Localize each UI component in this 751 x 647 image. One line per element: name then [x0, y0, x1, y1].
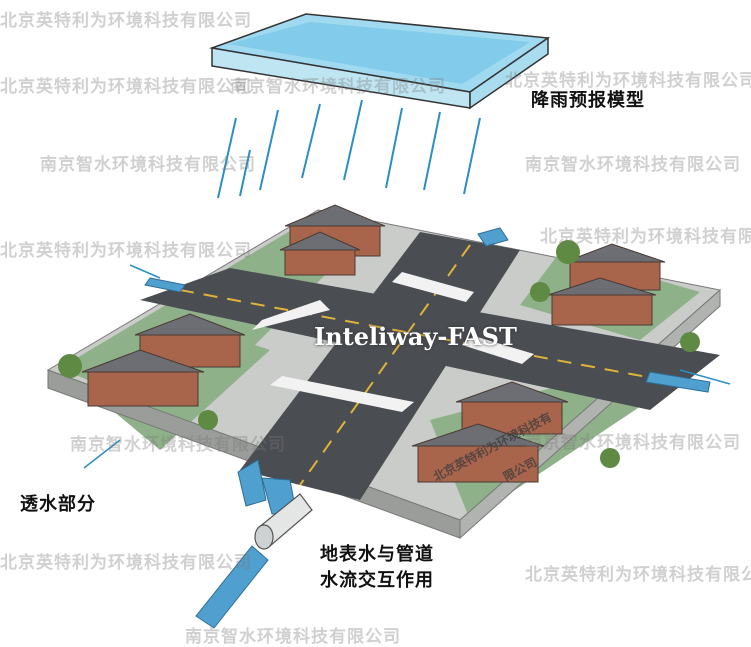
arrow-lines	[83, 264, 731, 469]
permeable-part-label: 透水部分	[20, 494, 96, 515]
rainfall-tank	[209, 13, 551, 110]
trees	[58, 240, 700, 468]
flow-arrows	[144, 227, 711, 629]
crosswalks	[252, 272, 534, 412]
surface-pipe-label-line1: 地表水与管道	[320, 544, 434, 565]
surface-pipe-label-line2: 水流交互作用	[320, 570, 434, 591]
houses	[81, 204, 666, 483]
rain-streaks	[217, 99, 481, 199]
drain-pipe	[254, 493, 313, 550]
center-title: Inteliway-FAST	[314, 322, 517, 351]
rainfall-model-label: 降雨预报模型	[531, 90, 645, 111]
